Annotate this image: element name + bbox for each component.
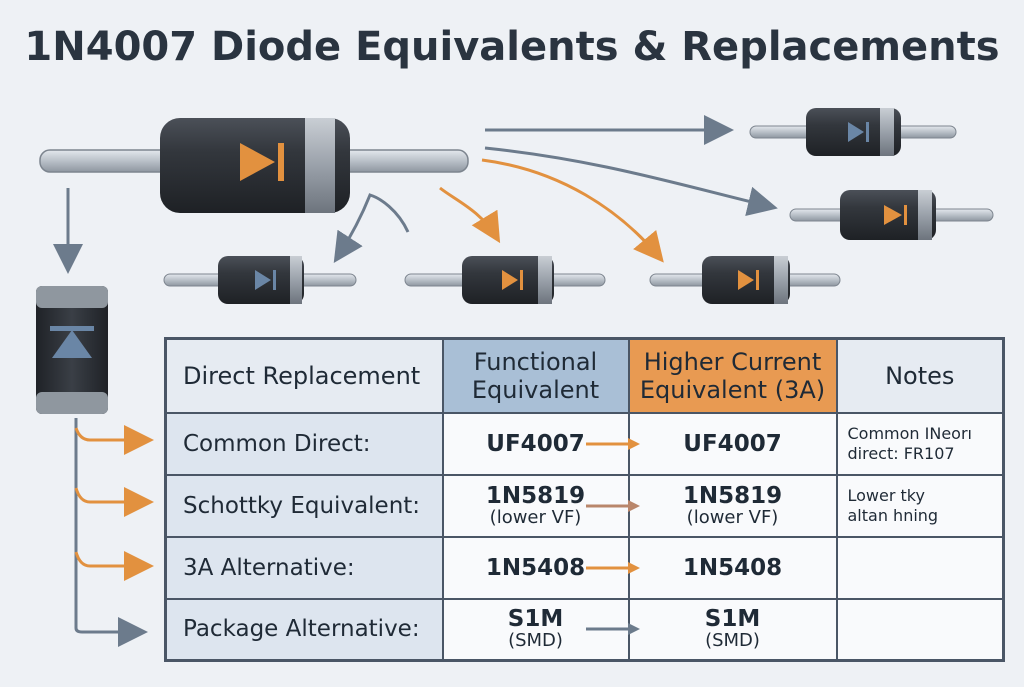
table-header-row: Direct Replacement Functional Equivalent… xyxy=(164,337,1005,414)
small-diode-row-3 xyxy=(649,256,841,304)
header-higher-line2: Equivalent (3A) xyxy=(639,375,826,404)
row-label: Package Alternative: xyxy=(164,597,444,662)
arrow-right-icon xyxy=(585,561,640,574)
arrow-right-icon xyxy=(585,499,640,512)
functional-subtext: (SMD) xyxy=(508,630,563,652)
functional-cell: 1N5408 xyxy=(441,535,630,600)
table-row: Common Direct: UF4007 UF4007 Common INeo… xyxy=(164,411,1005,476)
notes-cell xyxy=(835,597,1005,662)
table-row: 3A Alternative: 1N5408 1N5408 xyxy=(164,535,1005,600)
higher-cell: UF4007 xyxy=(585,411,838,476)
row-label: Schottky Equivalent: xyxy=(164,473,444,538)
equivalents-table: Direct Replacement Functional Equivalent… xyxy=(164,337,1005,662)
higher-cell: 1N5819 (lower VF) xyxy=(585,473,838,538)
row-label: 3A Alternative: xyxy=(164,535,444,600)
header-higher-line1: Higher Current xyxy=(643,347,822,376)
header-direct-replacement: Direct Replacement xyxy=(164,337,444,414)
functional-part: 1N5819 xyxy=(485,482,586,509)
notes-line1: Common INeorı xyxy=(847,423,973,443)
higher-part: 1N5408 xyxy=(682,554,783,581)
small-diode-mid-right xyxy=(789,190,994,240)
header-functional-line1: Functional xyxy=(473,347,598,376)
header-functional-line2: Equivalent xyxy=(471,375,600,404)
header-higher-current: Higher Current Equivalent (3A) xyxy=(627,337,838,414)
table-row: Schottky Equivalent: 1N5819 (lower VF) 1… xyxy=(164,473,1005,538)
diode-symbol-icon xyxy=(240,143,284,181)
arrow-right-icon xyxy=(585,437,640,450)
higher-subtext: (SMD) xyxy=(705,630,760,652)
table-row: Package Alternative: S1M (SMD) S1M (SMD) xyxy=(164,597,1005,662)
notes-line1: Lower tky xyxy=(847,485,925,505)
small-diode-top-right xyxy=(749,108,957,156)
higher-part: S1M xyxy=(704,606,761,633)
functional-part: S1M xyxy=(507,606,564,633)
notes-line2: direct: FR107 xyxy=(847,443,955,463)
page-title: 1N4007 Diode Equivalents & Replacements xyxy=(24,24,1000,70)
functional-part: UF4007 xyxy=(486,430,585,457)
higher-cell: 1N5408 xyxy=(585,535,838,600)
arrow-right-icon xyxy=(585,623,640,636)
small-diode-row-2 xyxy=(404,256,606,304)
notes-cell xyxy=(835,535,1005,600)
higher-part: UF4007 xyxy=(683,430,782,457)
small-diode-row-1 xyxy=(163,256,357,304)
row-label: Common Direct: xyxy=(164,411,444,476)
higher-part: 1N5819 xyxy=(682,482,783,509)
higher-subtext: (lower VF) xyxy=(686,506,779,528)
main-diode xyxy=(39,118,469,213)
smd-diode xyxy=(36,286,108,414)
functional-part: 1N5408 xyxy=(485,554,586,581)
notes-line2: altan hning xyxy=(847,505,939,525)
notes-cell: Lower tky altan hning xyxy=(835,473,1005,538)
higher-cell: S1M (SMD) xyxy=(585,597,838,662)
header-notes: Notes xyxy=(835,337,1005,414)
header-functional-equivalent: Functional Equivalent xyxy=(441,337,630,414)
row-pointer-arrows xyxy=(74,418,154,647)
notes-cell: Common INeorı direct: FR107 xyxy=(835,411,1005,476)
functional-subtext: (lower VF) xyxy=(489,506,582,528)
smd-diode-symbol-icon xyxy=(50,326,94,358)
connector-arrows xyxy=(53,115,778,274)
